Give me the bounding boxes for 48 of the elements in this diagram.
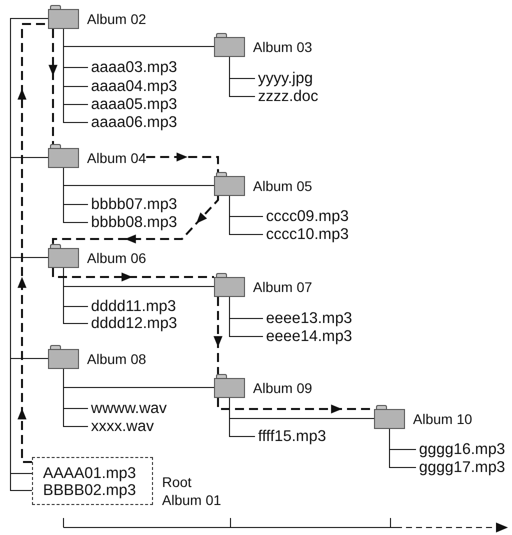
file-name: AAAA01.mp3 <box>40 464 136 482</box>
tree-line <box>10 358 48 491</box>
file-name: dddd12.mp3 <box>88 314 178 332</box>
file-name: eeee13.mp3 <box>263 310 352 326</box>
tree-line <box>229 296 264 337</box>
file-name: cccc09.mp3 <box>263 208 349 224</box>
file-name: cccc10.mp3 <box>263 226 349 242</box>
tree-line <box>10 257 48 474</box>
file-name: yyyy.jpg <box>255 70 313 86</box>
file-name: ffff15.mp3 <box>255 428 326 444</box>
file-name: gggg16.mp3 <box>416 440 506 458</box>
tree-line <box>389 428 416 468</box>
tree-root-label: Root <box>162 473 193 491</box>
folder-name: Album 09 <box>253 380 312 396</box>
file-name: aaaa06.mp3 <box>88 114 178 130</box>
file-name: eeee14.mp3 <box>263 328 352 344</box>
tree-line <box>63 28 88 123</box>
dashed-arrow <box>52 268 214 282</box>
tree-line <box>63 168 88 223</box>
folder-name: Album 06 <box>87 250 146 266</box>
file-name: aaaa03.mp3 <box>88 58 178 76</box>
file-name: wwww.wav <box>88 400 167 416</box>
folder-name: Album 08 <box>87 351 146 367</box>
file-name: bbbb08.mp3 <box>88 214 178 230</box>
tree-line <box>229 56 256 97</box>
dashed-arrow <box>146 152 219 172</box>
tree-line <box>229 196 264 235</box>
dashed-arrow <box>18 23 48 463</box>
dashed-arrow <box>214 297 222 374</box>
folder-name: Album 07 <box>253 279 312 295</box>
file-name: aaaa04.mp3 <box>88 78 178 94</box>
dashed-arrow <box>48 29 58 144</box>
folder-name: Album 04 <box>87 150 146 166</box>
tree-line <box>63 368 88 427</box>
dashed-arrow <box>52 196 219 244</box>
folder-name: Album 01 <box>162 491 222 509</box>
tree-line <box>63 268 88 324</box>
folder-name: Album 05 <box>253 178 312 194</box>
file-name: gggg17.mp3 <box>416 458 506 476</box>
file-name: bbbb07.mp3 <box>88 196 178 212</box>
folder-name: Album 10 <box>413 411 472 427</box>
file-name: BBBB02.mp3 <box>40 482 136 498</box>
file-name: zzzz.doc <box>255 88 318 104</box>
folder-name: Album 03 <box>253 39 312 55</box>
file-name: xxxx.wav <box>88 418 154 434</box>
folder-name: Album 02 <box>87 11 146 27</box>
file-name: aaaa05.mp3 <box>88 96 178 112</box>
file-name: dddd11.mp3 <box>88 298 176 314</box>
